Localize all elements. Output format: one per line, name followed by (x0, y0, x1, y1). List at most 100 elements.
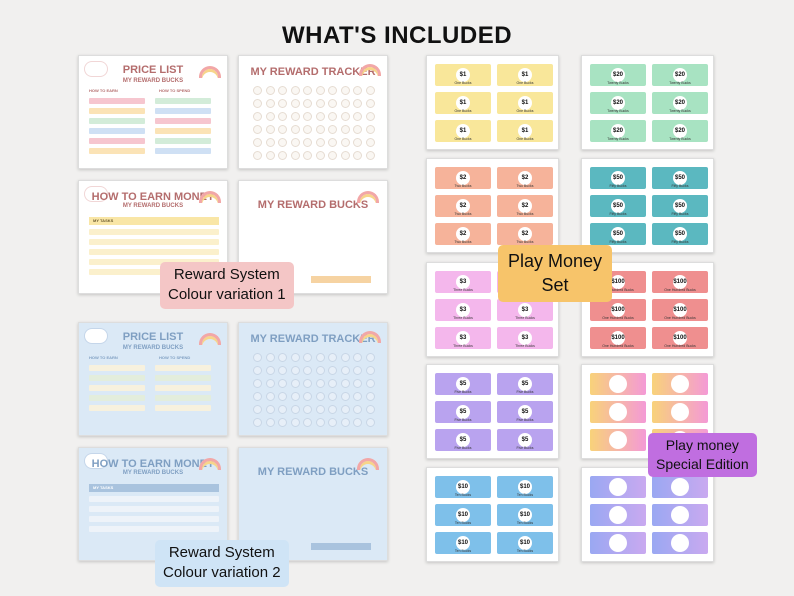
tracker-slot (315, 151, 325, 160)
tracker-slot (265, 353, 275, 362)
page-title: WHAT'S INCLUDED (281, 22, 513, 49)
tracker-slot (265, 112, 275, 121)
bill-amount: $3 (456, 303, 470, 317)
tracker-slot (265, 138, 275, 147)
tracker-slot (290, 151, 300, 160)
tracker-slot (303, 86, 312, 95)
bill-amount: $100 (673, 331, 687, 345)
price-list-sheet-1: PRICE LIST MY REWARD BUCKS HOW TO EARN H… (78, 55, 228, 169)
tasks-header: MY TASKS (93, 218, 114, 223)
cloud-icon (85, 187, 107, 201)
tracker-slot (340, 392, 350, 401)
label-line: Colour variation 1 (168, 286, 286, 304)
tracker-slot (365, 151, 375, 160)
tracker-slot (253, 392, 262, 401)
bill-amount: $100 (611, 275, 625, 289)
tracker-slot (315, 353, 325, 362)
col-header-spend: HOW TO SPEND (159, 355, 191, 360)
label-line: Play money (665, 437, 739, 453)
bill-name: Three Bucks (515, 344, 535, 348)
bill-amount: $5 (518, 377, 532, 391)
bill-name: Ten Bucks (516, 493, 534, 497)
rainbow-icon (199, 66, 221, 78)
tracker-slot (328, 138, 337, 147)
bill-amount: $1 (518, 124, 532, 138)
tracker-slot (353, 86, 362, 95)
blank-bill (590, 532, 646, 554)
bill-name: One Bucks (516, 137, 534, 141)
tracker-slot (253, 405, 262, 414)
blank-bill (652, 532, 708, 554)
bill-amount: $50 (673, 199, 687, 213)
rainbow-icon (199, 333, 221, 345)
tracker-slot (278, 392, 287, 401)
tracker-slot (340, 125, 350, 134)
bill-amount: $50 (611, 227, 625, 241)
tracker-slot (328, 418, 337, 427)
bill-name: Fifty Bucks (609, 240, 627, 244)
tracker-slot (253, 418, 262, 427)
bill-name: Twenty Bucks (669, 81, 691, 85)
bill-portrait (609, 478, 627, 496)
tracker-slot (328, 151, 337, 160)
bill-name: One Bucks (454, 137, 472, 141)
bill-amount: $10 (456, 480, 470, 494)
tracker-slot (265, 125, 275, 134)
rainbow-icon (199, 191, 221, 203)
bill-amount: $2 (456, 199, 470, 213)
tracker-slot (253, 379, 262, 388)
sheet-subtitle: MY REWARD BUCKS (122, 203, 184, 209)
bill-amount: $50 (611, 199, 625, 213)
tracker-slot (340, 112, 350, 121)
blank-bill (652, 476, 708, 498)
bill-name: Five Bucks (516, 446, 534, 450)
tracker-slot (315, 138, 325, 147)
tracker-slot (253, 86, 262, 95)
bill-name: One Bucks (516, 109, 534, 113)
tracker-slot (365, 405, 375, 414)
bill-portrait (671, 375, 689, 393)
bill-name: Two Bucks (516, 184, 534, 188)
tracker-slot (278, 86, 287, 95)
tracker-slot (328, 125, 337, 134)
bill-amount: $1 (456, 124, 470, 138)
bill-name: One Hundred Bucks (664, 288, 696, 292)
blank-bill (590, 373, 646, 395)
label-line: Reward System (173, 266, 280, 283)
tracker-slot (278, 125, 287, 134)
tracker-slot (340, 151, 350, 160)
tracker-slot (353, 99, 362, 108)
tracker-slot (278, 138, 287, 147)
bill-amount: $10 (456, 508, 470, 522)
cloud-icon (85, 329, 107, 343)
tracker-slot (290, 366, 300, 375)
bill-name: Fifty Bucks (609, 184, 627, 188)
tracker-slot (278, 99, 287, 108)
bill-amount: $5 (456, 405, 470, 419)
tracker-slot (290, 86, 300, 95)
tracker-slot (365, 99, 375, 108)
bill-name: Fifty Bucks (609, 212, 627, 216)
bill-name: Fifty Bucks (671, 212, 689, 216)
tracker-slot (303, 138, 312, 147)
sheet-title: MY REWARD TRACKER (250, 66, 376, 78)
tracker-slot (265, 86, 275, 95)
tracker-slot (365, 86, 375, 95)
bill-portrait (609, 403, 627, 421)
tracker-slot (290, 353, 300, 362)
